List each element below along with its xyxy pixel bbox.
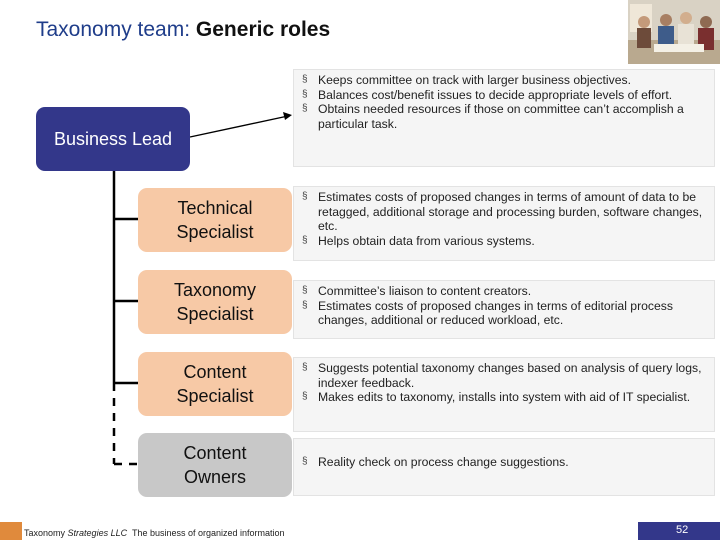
role-content-owners-label: Content Owners <box>170 441 260 489</box>
bullet: Makes edits to taxonomy, installs into s… <box>300 390 710 405</box>
role-taxonomy-specialist-label: Taxonomy Specialist <box>160 278 270 326</box>
role-business-lead: Business Lead <box>36 107 190 171</box>
bullet: Estimates costs of proposed changes in t… <box>300 299 710 328</box>
company-logo <box>0 522 22 540</box>
footer-company: Taxonomy <box>24 528 65 538</box>
bullet: Obtains needed resources if those on com… <box>300 102 710 131</box>
description-content-owners: Reality check on process change suggesti… <box>293 438 715 496</box>
role-content-owners: Content Owners <box>138 433 292 497</box>
role-content-specialist: Content Specialist <box>138 352 292 416</box>
footer-text: Taxonomy Strategies LLC The business of … <box>24 528 285 538</box>
role-technical-specialist-label: Technical Specialist <box>165 196 265 244</box>
arrow-lead <box>190 116 288 137</box>
description-business-lead: Keeps committee on track with larger bus… <box>293 69 715 167</box>
description-content-specialist: Suggests potential taxonomy changes base… <box>293 357 715 432</box>
footer: Taxonomy Strategies LLC The business of … <box>0 522 720 540</box>
role-taxonomy-specialist: Taxonomy Specialist <box>138 270 292 334</box>
bullet: Committee’s liaison to content creators. <box>300 284 710 299</box>
description-taxonomy-specialist: Committee’s liaison to content creators.… <box>293 280 715 339</box>
bullet: Keeps committee on track with larger bus… <box>300 73 710 88</box>
footer-tagline: The business of organized information <box>132 528 285 538</box>
bullet: Balances cost/benefit issues to decide a… <box>300 88 710 103</box>
bullet: Helps obtain data from various systems. <box>300 234 710 249</box>
bullet: Estimates costs of proposed changes in t… <box>300 190 710 234</box>
role-technical-specialist: Technical Specialist <box>138 188 292 252</box>
bullet: Suggests potential taxonomy changes base… <box>300 361 710 390</box>
footer-company-italic: Strategies LLC <box>68 528 128 538</box>
page-number: 52 <box>676 524 688 536</box>
bullet: Reality check on process change suggesti… <box>300 455 710 470</box>
role-content-specialist-label: Content Specialist <box>165 360 265 408</box>
description-technical-specialist: Estimates costs of proposed changes in t… <box>293 186 715 261</box>
arrowhead-lead <box>283 112 292 120</box>
